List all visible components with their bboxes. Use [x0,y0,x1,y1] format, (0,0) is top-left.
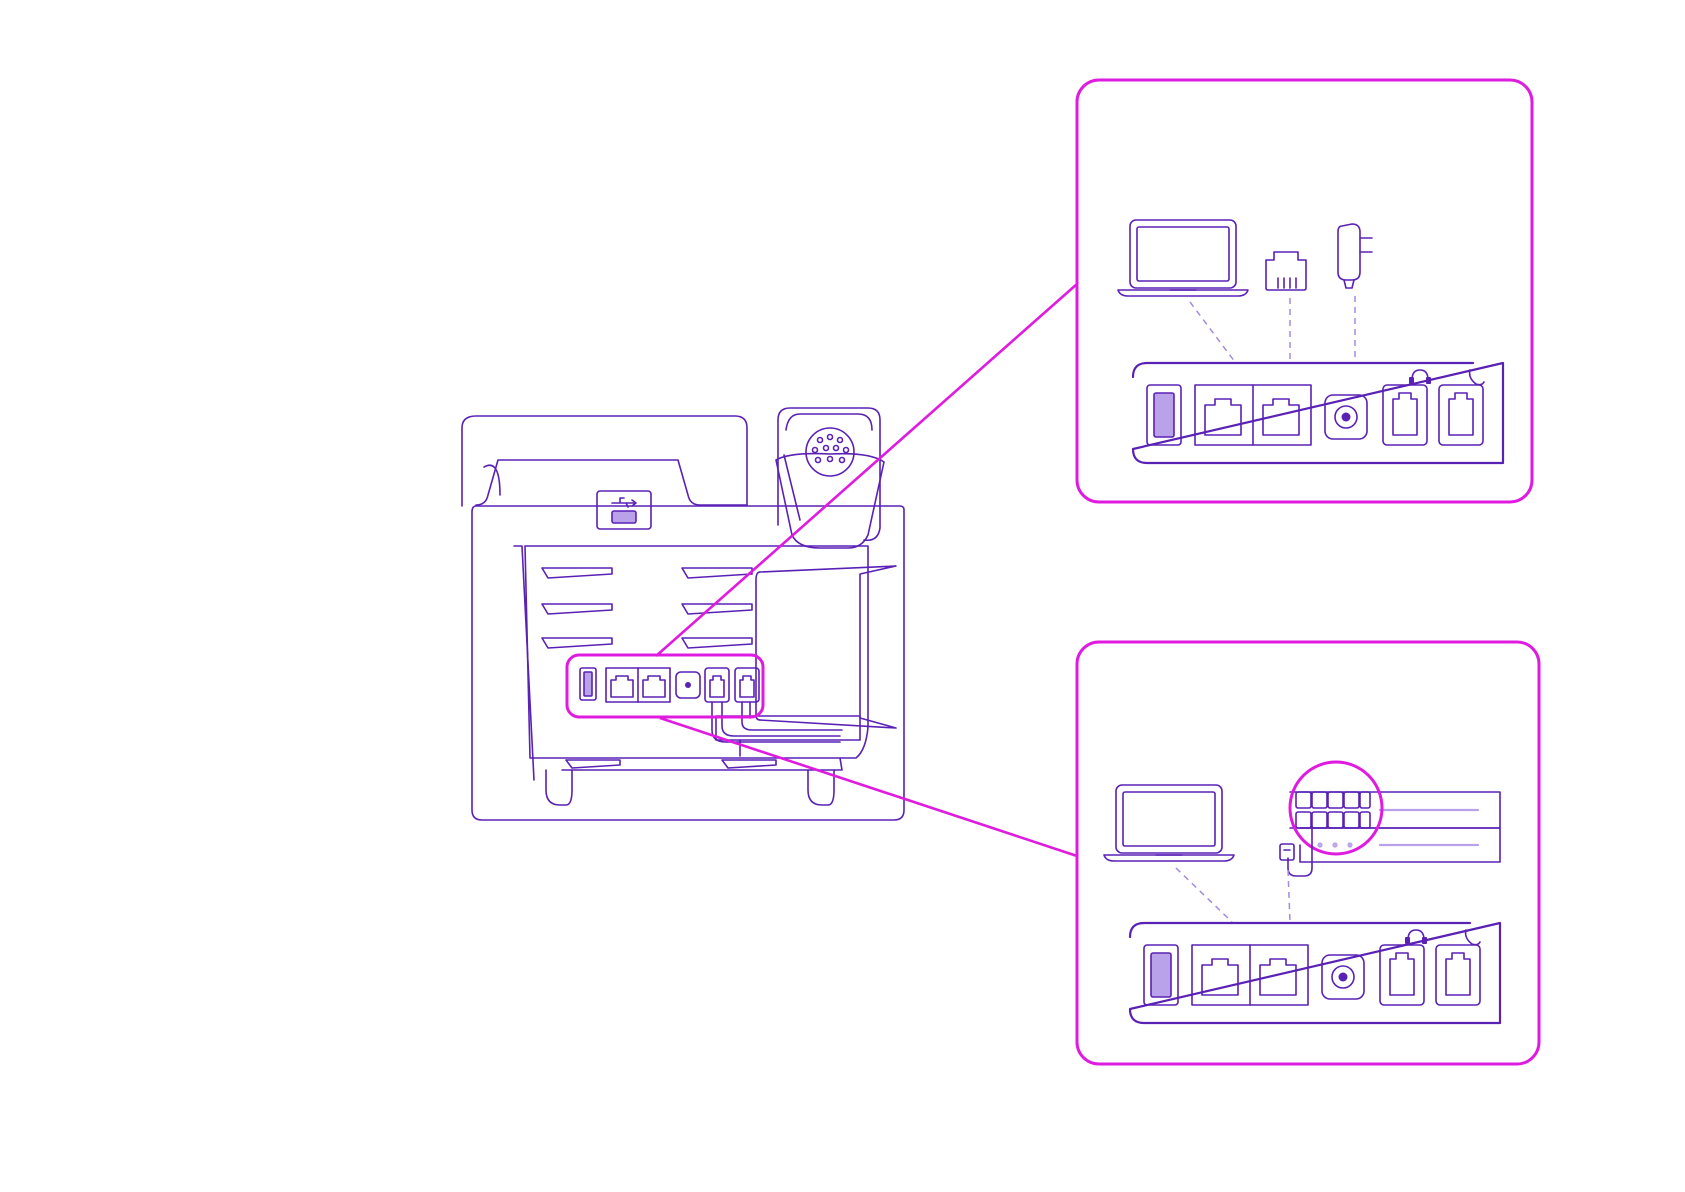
phone-rear-ports [580,668,842,742]
keypad-speaker-icon [813,435,849,463]
usb-icon [612,511,636,523]
callout-line-bottom [660,718,1077,856]
rear-port-strip [1130,923,1500,1023]
desk-phone-rear [462,408,904,820]
network-switch-icon [1288,762,1500,876]
ethernet-plug-icon [1280,844,1294,860]
phone-body [472,506,904,820]
zoom-panel-frame [1077,80,1532,502]
laptop-icon [1118,220,1248,296]
zoom-panel-direct-connection [1077,80,1532,502]
phone-stand [462,416,747,506]
handset-icon [1466,930,1480,945]
zoom-panel-switch-connection [1077,642,1539,1064]
callout-line-top [656,284,1077,656]
laptop-icon [1104,785,1234,861]
rear-port-strip [1133,363,1503,463]
handset-icon [1470,370,1484,385]
handset-icon [776,408,884,548]
power-adapter-icon [1338,224,1372,288]
ethernet-plug-icon [1266,252,1306,290]
